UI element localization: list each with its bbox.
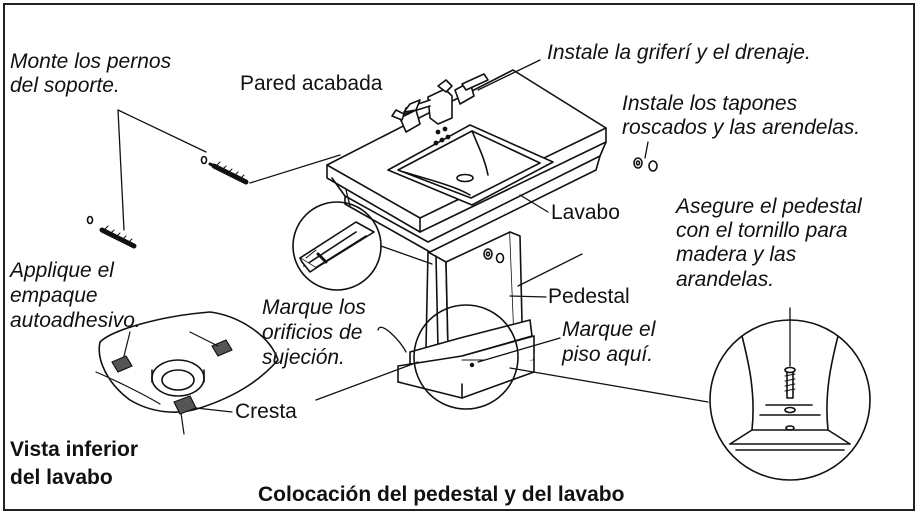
label-marque-orificios-3: sujeción. [262, 346, 345, 369]
label-asegure-4: arandelas. [676, 268, 775, 291]
floor-mark-detail [315, 304, 709, 410]
label-applique-2: empaque [10, 284, 98, 307]
label-pedestal: Pedestal [548, 285, 630, 308]
sink-underside-view [95, 311, 279, 435]
label-monte-1: Monte los pernos [10, 50, 172, 73]
label-vista-2: del lavabo [10, 466, 113, 489]
faucet-illustration [391, 73, 489, 133]
hanger-bolt-upper [200, 155, 249, 185]
label-lavabo: Lavabo [551, 201, 620, 224]
label-marque-piso-2: piso aquí. [562, 343, 654, 366]
hanger-bolt-lower [86, 215, 137, 249]
caps-and-washers [483, 157, 658, 264]
label-monte-2: del soporte. [10, 74, 120, 97]
sink-illustration [326, 69, 607, 253]
label-applique-3: autoadhesivo. [10, 309, 141, 332]
diagram-caption: Colocación del pedestal y del lavabo [258, 483, 625, 506]
label-leaders [377, 59, 649, 363]
label-pared-acabada: Pared acabada [240, 72, 383, 95]
label-marque-piso-1: Marque el [562, 318, 656, 341]
wall-mark-detail [292, 189, 433, 291]
label-marque-orificios-1: Marque los [262, 296, 366, 319]
label-asegure-2: con el tornillo para [676, 219, 848, 242]
label-asegure-3: madera y las [676, 243, 797, 266]
pedestal-illustration [397, 231, 535, 399]
label-tapones-1: Instale los tapones [622, 92, 798, 115]
diagram-frame [3, 3, 915, 511]
screw-detail [709, 307, 871, 481]
label-instale-griferia: Instale la griferí y el drenaje. [547, 41, 811, 64]
label-asegure-1: Asegure el pedestal [676, 195, 862, 218]
label-vista-1: Vista inferior [10, 438, 138, 461]
label-cresta: Cresta [235, 400, 297, 423]
label-tapones-2: roscados y las arendelas. [622, 116, 861, 139]
label-marque-orificios-2: orificios de [262, 321, 363, 344]
label-applique-1: Applique el [10, 259, 114, 282]
